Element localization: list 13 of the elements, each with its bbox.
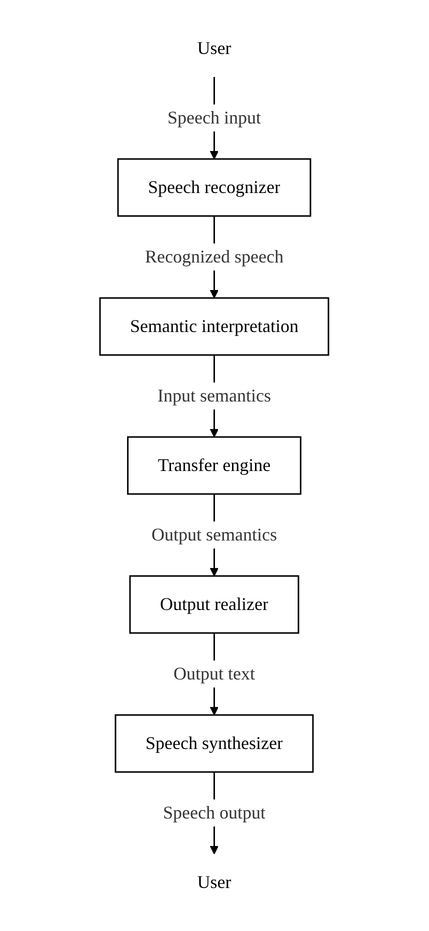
edge-label: Output semantics — [152, 524, 278, 544]
node-box: Semantic interpretation — [100, 297, 330, 356]
node-box: Output realizer — [130, 575, 300, 634]
node-box: Speech synthesizer — [115, 714, 314, 773]
node-text: User — [197, 872, 232, 892]
node-box: Transfer engine — [127, 436, 302, 495]
edge-label: Output text — [174, 664, 256, 684]
node-text: User — [197, 38, 232, 58]
edge-label: Recognized speech — [145, 246, 284, 266]
edge-label: Speech output — [163, 802, 266, 822]
node-box: Speech recognizer — [118, 158, 312, 217]
edge-label: Input semantics — [158, 386, 272, 406]
edge-label: Speech input — [168, 108, 262, 128]
